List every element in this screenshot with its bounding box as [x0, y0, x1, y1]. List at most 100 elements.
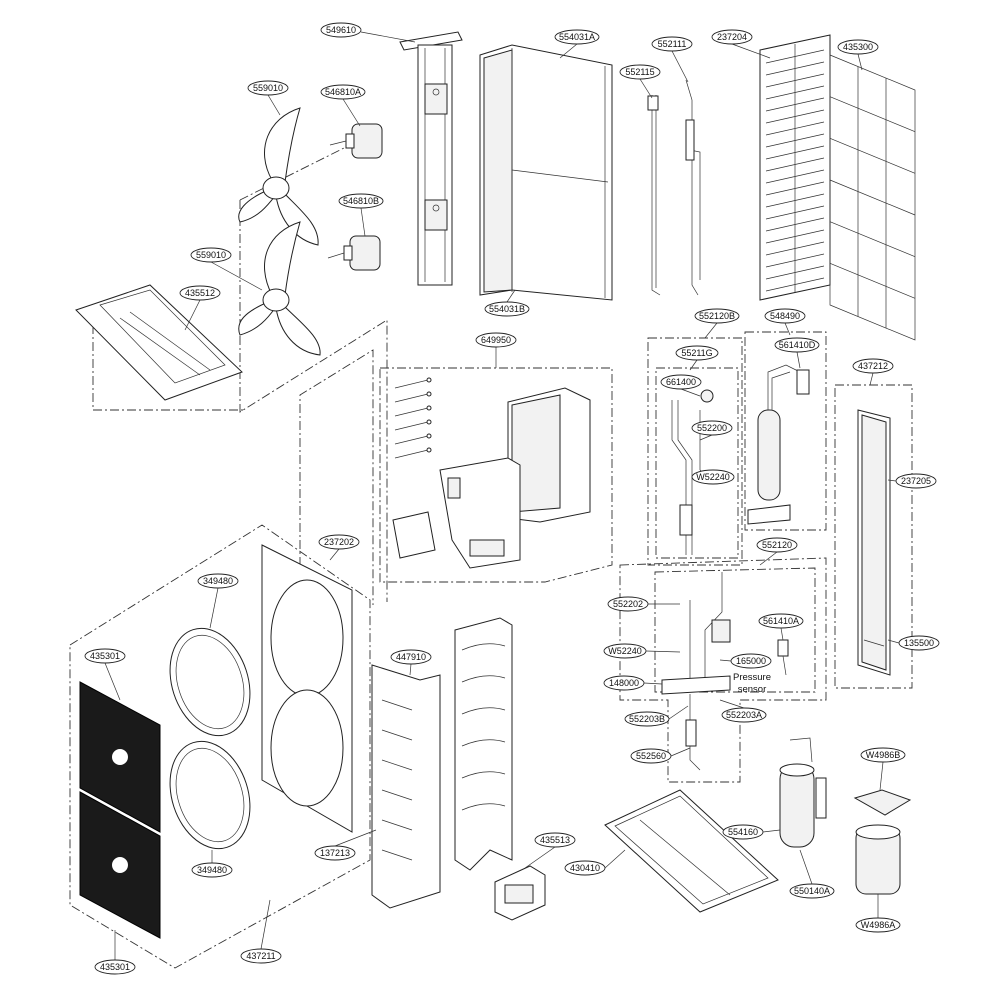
side-panel-447910 [454, 617, 513, 871]
svg-text:548490: 548490 [770, 311, 800, 321]
part-label: 552200 [691, 420, 733, 436]
svg-text:W4986A: W4986A [861, 920, 896, 930]
svg-text:561410A: 561410A [763, 616, 799, 626]
front-grille-top [79, 681, 161, 833]
svg-text:237205: 237205 [901, 476, 931, 486]
part-label: 548490 [764, 308, 806, 324]
part-label: 661400 [660, 374, 702, 390]
part-label: W4986A [855, 917, 901, 933]
terminal-cover-435513 [494, 865, 546, 921]
piping-552111-552115 [647, 79, 701, 296]
part-label: W52240 [691, 469, 735, 485]
part-label: 554031A [554, 29, 600, 45]
part-label: 552120 [756, 537, 798, 553]
valve-group-552120B [671, 389, 714, 555]
svg-text:649950: 649950 [481, 335, 511, 345]
part-label: 559010 [190, 247, 232, 263]
part-label: 349480 [191, 862, 233, 878]
svg-text:447910: 447910 [396, 652, 426, 662]
svg-text:546810A: 546810A [325, 87, 361, 97]
fan-guard-ring-top [169, 627, 251, 737]
svg-text:437211: 437211 [246, 951, 275, 961]
svg-text:552560: 552560 [636, 751, 666, 761]
svg-text:435301: 435301 [90, 651, 120, 661]
leader-lines [104, 31, 900, 960]
part-label: 137213 [314, 845, 356, 861]
svg-text:552120B: 552120B [699, 311, 735, 321]
svg-text:559010: 559010 [196, 250, 226, 260]
part-label: W52240 [603, 643, 647, 659]
part-label: 552111 [651, 36, 693, 52]
part-label: 546810A [320, 84, 366, 100]
svg-text:546810B: 546810B [343, 196, 379, 206]
part-label: 550140A [789, 883, 835, 899]
support-bracket-549610 [399, 31, 463, 286]
svg-text:552111: 552111 [658, 39, 687, 49]
part-label: 552202 [607, 596, 649, 612]
part-label: 237202 [318, 534, 360, 550]
part-label: 561410D [774, 337, 820, 353]
part-label: 552120B [694, 308, 740, 324]
svg-text:435513: 435513 [540, 835, 570, 845]
part-label: 435300 [837, 39, 879, 55]
heat-exchanger-554031 [479, 44, 613, 301]
svg-text:349480: 349480 [203, 576, 233, 586]
part-label: 554160 [722, 824, 764, 840]
compressor-insulation-top [853, 789, 912, 816]
svg-text:55211G: 55211G [681, 348, 712, 358]
note-line-2: sensor [738, 684, 767, 695]
part-label: 447910 [390, 649, 432, 665]
part-label: 437211 [240, 948, 282, 964]
note-line-1: Pressure [733, 672, 771, 683]
svg-text:435301: 435301 [100, 962, 130, 972]
fan-orifice-plate-237202 [261, 544, 353, 833]
part-label: 649950 [475, 332, 517, 348]
svg-text:552115: 552115 [625, 67, 654, 77]
svg-text:430410: 430410 [570, 863, 600, 873]
svg-text:552202: 552202 [613, 599, 643, 609]
fan-motor-top [329, 123, 383, 159]
part-label: 435512 [179, 285, 221, 301]
svg-text:561410D: 561410D [779, 340, 816, 350]
compressor-554160 [779, 737, 827, 848]
svg-text:137213: 137213 [320, 848, 350, 858]
top-cover-435512 [75, 284, 243, 401]
wire-guard-435300 [829, 54, 916, 341]
accumulator-548490 [747, 364, 810, 525]
part-label: 437212 [852, 358, 894, 374]
part-label: 435513 [534, 832, 576, 848]
part-label: 561410A [758, 613, 804, 629]
part-label: 552203A [721, 707, 767, 723]
part-label: 349480 [197, 573, 239, 589]
side-panel-137213 [371, 664, 441, 909]
valve-assembly-552120 [661, 572, 789, 771]
svg-text:165000: 165000 [736, 656, 766, 666]
grille-237204 [759, 34, 831, 301]
fan-guard-ring-bottom [169, 740, 251, 850]
part-label: 546810B [338, 193, 384, 209]
svg-text:237202: 237202 [324, 537, 354, 547]
svg-text:W52240: W52240 [696, 472, 730, 482]
svg-text:550140A: 550140A [794, 886, 830, 896]
base-pan-430410 [604, 789, 779, 913]
part-label: 148000 [603, 675, 645, 691]
fan-blade-top [238, 107, 319, 246]
svg-text:435512: 435512 [185, 288, 215, 298]
svg-text:559010: 559010 [253, 83, 283, 93]
part-label: 552203B [624, 711, 670, 727]
svg-text:W4986B: W4986B [866, 750, 901, 760]
svg-text:552203B: 552203B [629, 714, 665, 724]
svg-text:554031A: 554031A [559, 32, 595, 42]
part-label: 552560 [630, 748, 672, 764]
svg-text:661400: 661400 [666, 377, 696, 387]
part-label: 430410 [564, 860, 606, 876]
compressor-insulation-jacket [855, 824, 901, 895]
part-label: 165000 [730, 653, 772, 669]
fan-blade-bottom [238, 221, 321, 356]
fan-motor-bottom [327, 235, 381, 271]
part-label: 435301 [84, 648, 126, 664]
part-label: 237205 [895, 473, 937, 489]
svg-text:552203A: 552203A [726, 710, 762, 720]
front-grille-bottom [79, 791, 161, 939]
